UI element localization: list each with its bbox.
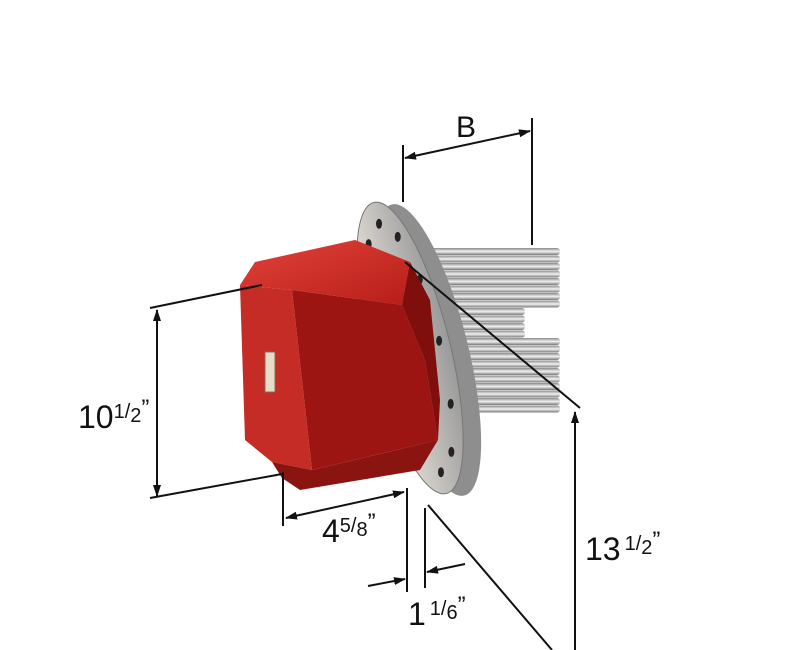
- dimension-b-label: B: [456, 111, 476, 144]
- bolt-hole: [376, 218, 383, 229]
- heating-element-tube: [430, 248, 560, 255]
- bolt-hole: [447, 398, 454, 409]
- heating-element-tube: [430, 293, 560, 300]
- red-housing: [240, 240, 440, 490]
- heating-element-tube: [430, 285, 560, 293]
- heating-element-tube: [430, 300, 560, 308]
- dimension-height-label: 101/2”: [78, 395, 149, 435]
- bolt-hole: [437, 467, 444, 478]
- bolt-hole: [394, 231, 401, 242]
- heating-element-tube: [430, 255, 560, 263]
- heating-element-tube: [430, 278, 560, 285]
- heating-element-tube: [430, 263, 560, 270]
- bolt-hole: [448, 446, 455, 457]
- heating-element-tube: [430, 270, 560, 278]
- bolt-hole: [436, 335, 443, 346]
- dimension-lines: [149, 118, 581, 650]
- nameplate: [264, 351, 276, 393]
- dimension-depth-label: 45/8”: [322, 509, 376, 549]
